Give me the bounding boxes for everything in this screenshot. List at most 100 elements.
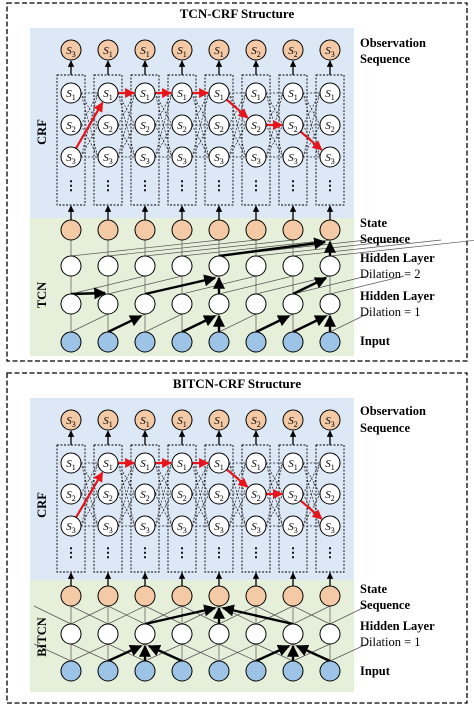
observation-node-label: S1 [214,45,224,59]
input-node [319,331,341,353]
crf-transition [154,462,173,495]
crf-state-node [245,483,267,505]
observation-node-label: S1 [140,415,150,429]
crf-state-label: S3 [140,152,150,166]
crf-state-node [245,114,267,136]
hidden-node [97,255,119,277]
crf-transition [154,124,173,158]
crf-state-node [245,82,267,104]
crf-state-node [171,82,193,104]
dilation-label: Dilation = 1 [360,305,421,319]
crf-state-label: S3 [325,152,335,166]
crf-state-label: S1 [66,458,76,472]
viterbi-path-segment [299,499,323,520]
net-edge [255,605,294,625]
crf-state-label: S2 [214,489,224,503]
input-node [319,660,341,682]
state-node [134,219,156,241]
crf-side-label: CRF [35,492,49,518]
crf-side-label: CRF [35,119,49,145]
state-node [245,219,267,241]
observation-node-label: S1 [177,415,187,429]
input-node [171,331,193,353]
input-node [282,660,304,682]
crf-transition [265,462,284,495]
crf-state-node [208,146,230,168]
crf-state-label: S3 [325,521,335,535]
crf-state-label: S1 [251,88,261,102]
crf-ellipsis: ⋮ [324,178,337,193]
observation-node [245,39,267,61]
observation-node-label: S1 [103,415,113,429]
net-edge [144,605,183,625]
observation-node [97,409,119,431]
crf-transition [265,493,284,527]
crf-state-label: S2 [325,489,335,503]
crf-state-label: S2 [177,489,187,503]
crf-state-label: S2 [288,489,298,503]
crf-transition [117,462,136,527]
hidden-node [319,255,341,277]
crf-state-label: S3 [177,152,187,166]
observation-node-label: S3 [66,45,76,59]
hidden-node [134,255,156,277]
crf-state-node [171,483,193,505]
crf-transition [265,124,284,158]
observation-node-label: S1 [177,45,187,59]
crf-state-node [171,452,193,474]
crf-state-label: S2 [140,120,150,134]
hidden-node [171,623,193,645]
crf-state-label: S2 [177,120,187,134]
observation-node [319,409,341,431]
net-edge [70,605,109,625]
net-edge [218,313,257,333]
observation-node-label: S2 [251,45,261,59]
receptive-field-arrow [70,287,107,300]
hidden-node [245,255,267,277]
state-label: State [360,216,388,230]
hidden-layer-label: Hidden Layer [360,251,435,265]
crf-transition [191,124,210,158]
crf-transition [117,92,136,158]
crf-state-node [171,114,193,136]
crf-state-node [208,452,230,474]
state-node [171,219,193,241]
crf-state-label: S1 [288,458,298,472]
crf-state-label: S3 [103,152,113,166]
hidden-node [134,623,156,645]
crf-state-node [282,452,304,474]
receptive-field-arrow [295,644,331,663]
crf-ellipsis: ⋮ [213,178,226,193]
observation-node-label: S3 [325,45,335,59]
input-node [97,331,119,353]
crf-ellipsis: ⋮ [287,178,300,193]
crf-state-label: S1 [103,458,113,472]
crf-transition [191,493,210,527]
crf-ellipsis: ⋮ [176,545,189,560]
observation-node [245,409,267,431]
state-node [208,219,230,241]
net-edge [33,643,72,662]
crf-state-label: S1 [325,458,335,472]
crf-transition [302,462,321,495]
viterbi-path-segment [75,471,104,518]
receptive-field-arrow [255,644,291,663]
hidden-node [171,255,193,277]
net-edge [33,605,72,625]
crf-state-node [134,515,156,537]
crf-state-label: S2 [251,489,261,503]
crf-transition [302,92,321,158]
hidden-layer-label: Hidden Layer [360,619,435,633]
dilation-label: Dilation = 2 [360,267,421,281]
crf-state-node [245,452,267,474]
net-background [30,218,354,356]
crf-transition [154,462,173,527]
observation-label: Observation [360,404,426,418]
net-edge [107,605,146,625]
net-edge [70,643,109,662]
crf-ellipsis: ⋮ [102,545,115,560]
net-side-label: BITCN [35,617,49,657]
receptive-field-arrow [218,237,327,258]
crf-state-node [319,114,341,136]
